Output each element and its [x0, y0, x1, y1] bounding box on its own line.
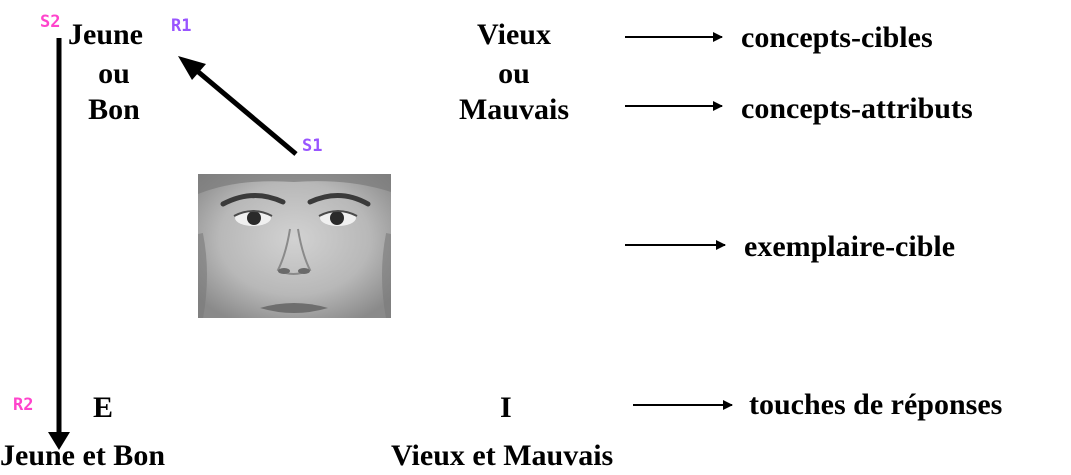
left-response-label: Jeune et Bon	[0, 439, 165, 472]
label-concepts-attributs: concepts-attributs	[741, 92, 973, 125]
r2-tag: R2	[13, 395, 34, 415]
label-exemplaire-cible: exemplaire-cible	[744, 230, 956, 263]
s1-to-r1-arrow	[178, 56, 298, 156]
face-photo-icon	[198, 174, 391, 318]
label-concepts-cibles: concepts-cibles	[741, 21, 933, 54]
right-category-mauvais: Mauvais	[458, 93, 570, 126]
right-category-ou: ou	[498, 57, 530, 90]
left-category-jeune: Jeune	[68, 18, 143, 51]
s2-tag: S2	[40, 12, 61, 32]
s2-to-r2-arrow	[48, 38, 70, 450]
left-category-bon: Bon	[88, 93, 140, 126]
left-response-key: E	[93, 391, 114, 424]
right-response-label: Vieux et Mauvais	[391, 439, 614, 472]
s1-tag: S1	[302, 136, 323, 156]
label-touches-de-reponses: touches de réponses	[749, 388, 1003, 421]
right-response-key: I	[500, 391, 512, 424]
right-category-vieux: Vieux	[477, 18, 551, 51]
face-stimulus-image	[198, 174, 391, 318]
r1-tag: R1	[171, 16, 192, 36]
left-category-ou: ou	[98, 57, 130, 90]
